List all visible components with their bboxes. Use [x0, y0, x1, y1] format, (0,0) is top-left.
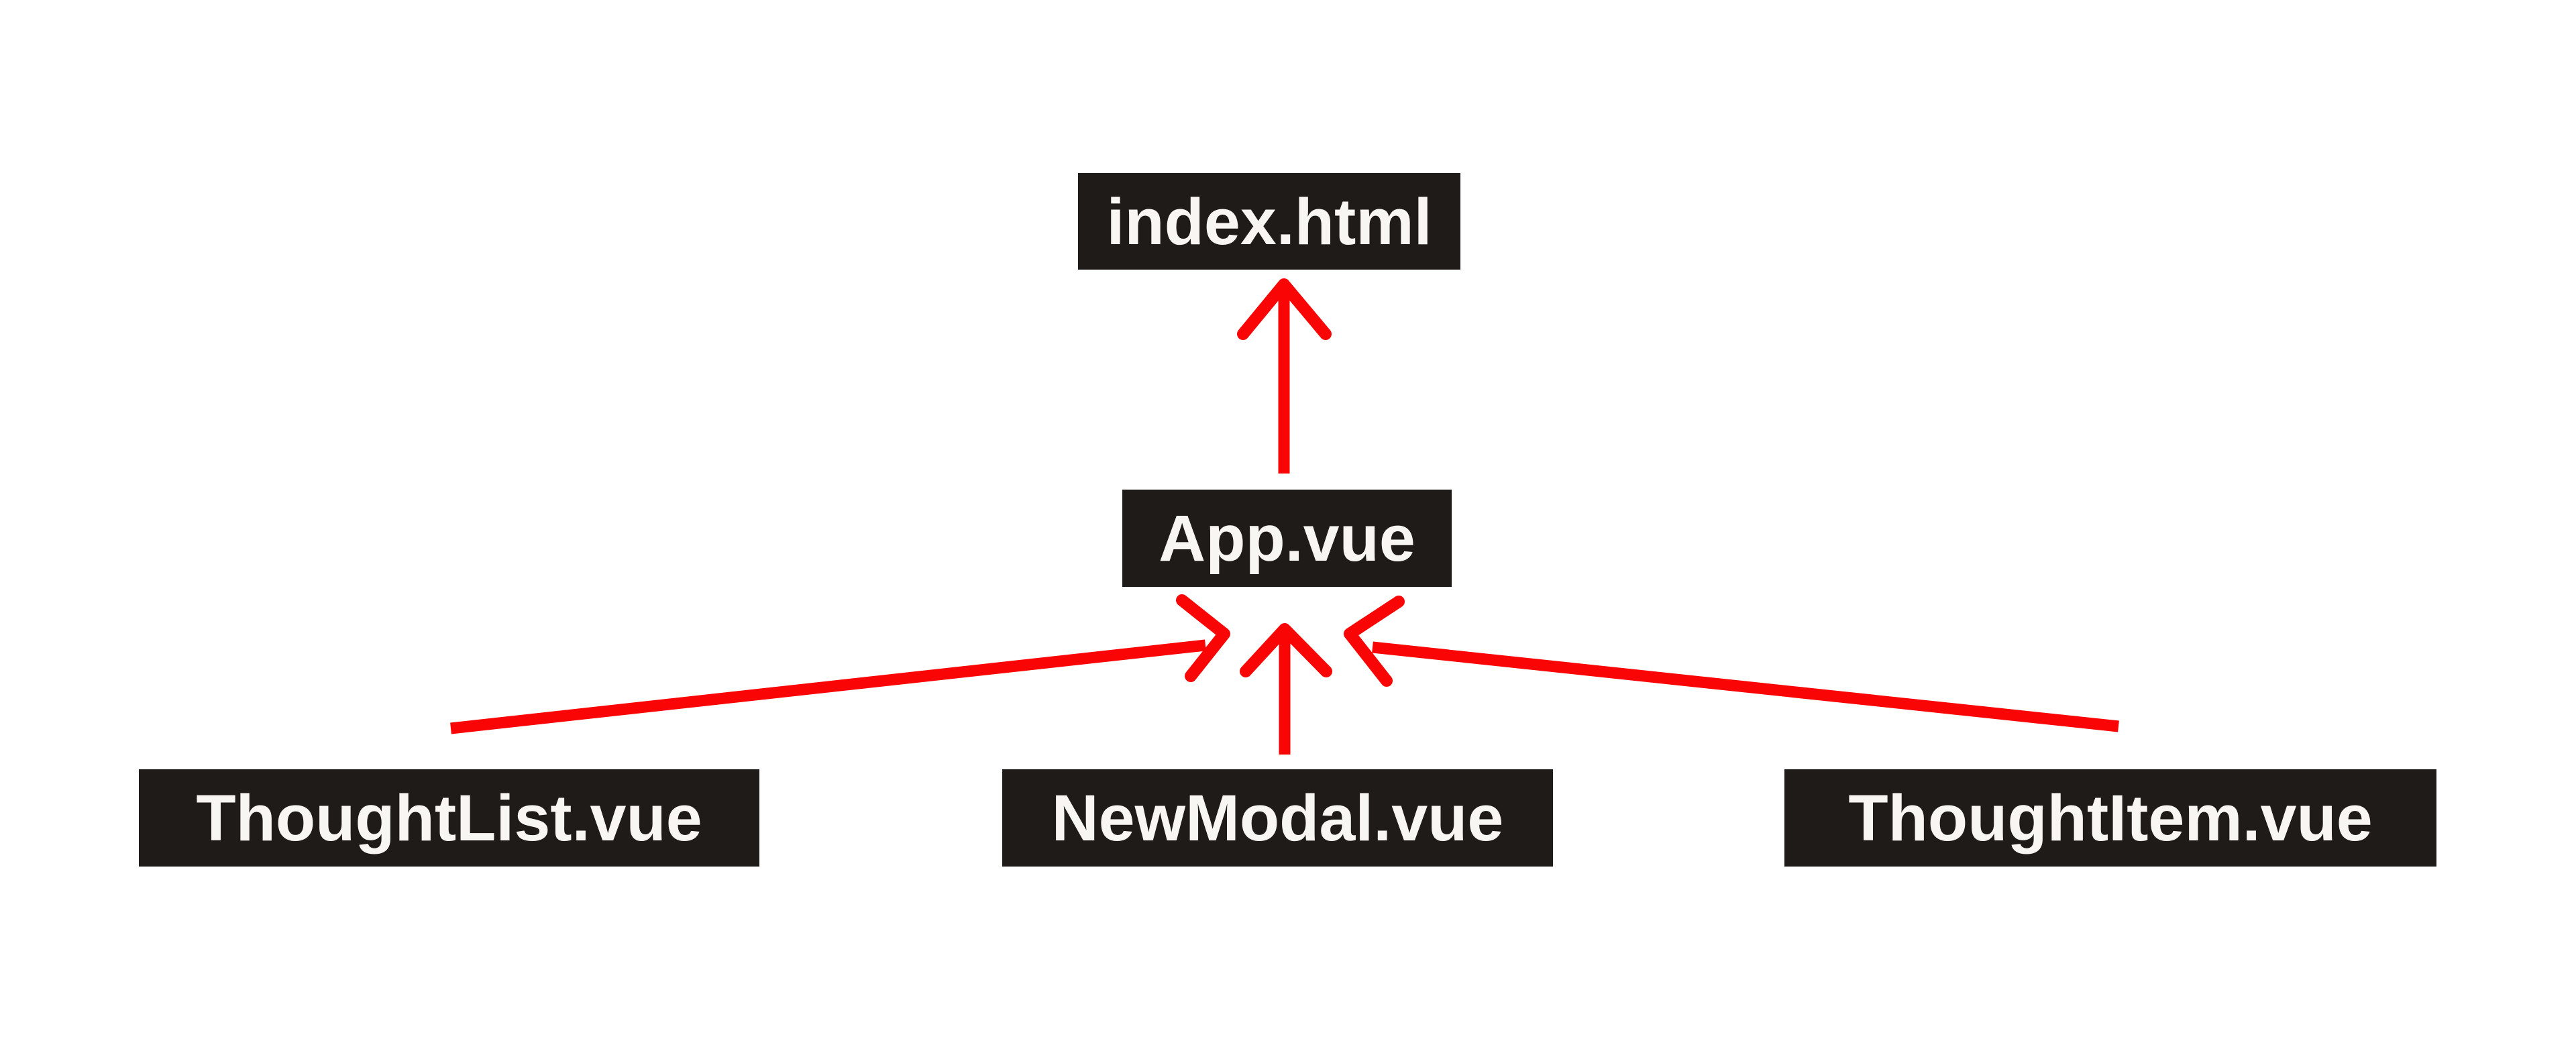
node-thoughtitem-vue-label: ThoughtItem.vue	[1848, 781, 2373, 854]
node-app-vue: App.vue	[1122, 490, 1452, 587]
node-thoughtlist-vue-label: ThoughtList.vue	[196, 781, 702, 854]
node-thoughtlist-vue: ThoughtList.vue	[139, 769, 759, 867]
node-newmodal-vue-label: NewModal.vue	[1051, 781, 1504, 854]
node-thoughtitem-vue: ThoughtItem.vue	[1784, 769, 2436, 867]
node-newmodal-vue: NewModal.vue	[1002, 769, 1553, 867]
node-app-vue-label: App.vue	[1159, 502, 1415, 575]
arrow-thoughtitem-to-appvue	[1344, 596, 2119, 732]
node-index-html-label: index.html	[1106, 184, 1432, 258]
arrow-thoughtlist-to-appvue	[450, 594, 1230, 734]
arrow-appvue-to-indexhtml	[1237, 278, 1332, 474]
arrow-newmodal-to-appvue	[1240, 623, 1332, 755]
node-index-html: index.html	[1078, 173, 1460, 270]
